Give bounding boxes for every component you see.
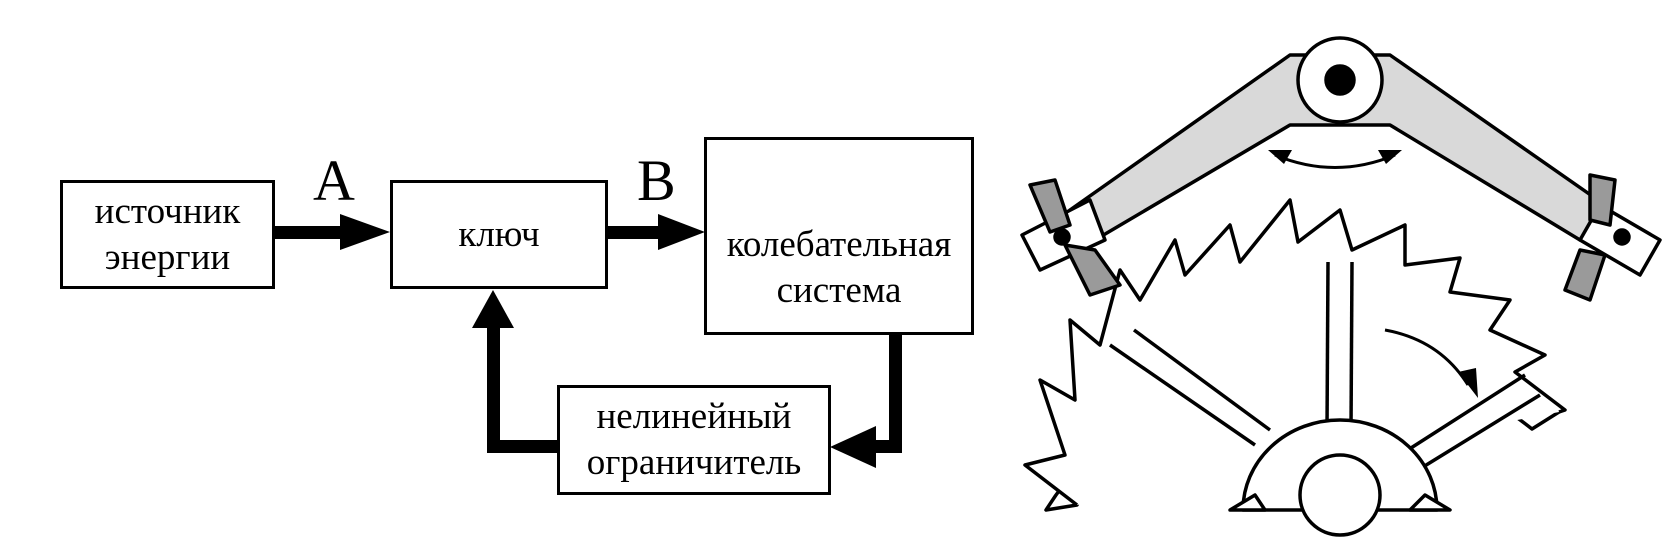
- label-b: B: [637, 148, 676, 213]
- oscillator-line-1: колебательная: [726, 224, 952, 265]
- key-block: ключ: [390, 180, 608, 289]
- arrow-a-shaft: [275, 226, 345, 239]
- oscillation-arrowhead-left: [1268, 150, 1292, 164]
- energy-source-line-1: источник: [94, 190, 241, 232]
- oscillation-arrowhead-right: [1378, 150, 1402, 164]
- feedback-down: [889, 335, 902, 452]
- label-a: A: [313, 148, 355, 213]
- escape-wheel: [1023, 198, 1567, 537]
- oscillator-line-2: система: [776, 270, 902, 311]
- arrow-b-head: [658, 214, 705, 250]
- anchor-oscillation-arrow: [1274, 153, 1396, 169]
- limiter-line-2: ограничитель: [586, 442, 802, 483]
- arrow-a-head: [340, 214, 390, 250]
- arrow-b-shaft: [608, 226, 663, 239]
- energy-source-block: источник энергии: [60, 180, 275, 289]
- feedback-limiter-head: [830, 426, 876, 468]
- energy-source-line-2: энергии: [104, 236, 231, 278]
- feedback-key-head: [472, 290, 514, 328]
- limiter-line-1: нелинейный: [596, 396, 792, 437]
- oscillating-system-block: колебательная система: [704, 137, 974, 335]
- key-label: ключ: [458, 213, 540, 255]
- feedback-out-limiter: [487, 440, 557, 453]
- escapement-anchor: [1020, 36, 1662, 302]
- feedback-up: [487, 320, 500, 453]
- nonlinear-limiter-block: нелинейный ограничитель: [557, 385, 831, 495]
- wheel-rotation-arrowhead: [1458, 368, 1478, 398]
